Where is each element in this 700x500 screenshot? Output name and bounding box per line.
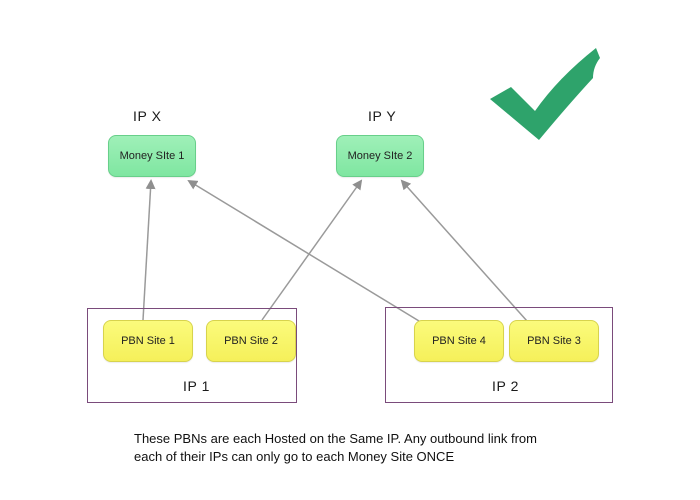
ip-1-group (87, 308, 297, 403)
money-site-1-node: Money SIte 1 (108, 135, 196, 177)
ip-1-label: IP 1 (183, 378, 211, 394)
ip-y-label: IP Y (368, 108, 397, 124)
arrow-pbn-site-1-to-money-site-1 (142, 179, 156, 321)
money-site-1-label: Money SIte 1 (119, 150, 185, 162)
money-site-2-label: Money SIte 2 (347, 150, 413, 162)
pbn-site-3-node: PBN Site 3 (509, 320, 599, 362)
money-site-2-node: Money SIte 2 (336, 135, 424, 177)
diagram-caption: These PBNs are each Hosted on the Same I… (134, 430, 654, 466)
check-icon (490, 48, 600, 140)
pbn-site-1-node: PBN Site 1 (103, 320, 193, 362)
caption-line-1: These PBNs are each Hosted on the Same I… (134, 431, 537, 446)
caption-line-2: each of their IPs can only go to each Mo… (134, 449, 455, 464)
pbn-site-2-label: PBN Site 2 (224, 335, 278, 347)
ip-2-group (385, 307, 613, 403)
pbn-site-3-label: PBN Site 3 (527, 335, 581, 347)
pbn-site-4-node: PBN Site 4 (414, 320, 504, 362)
ip-x-label: IP X (133, 108, 162, 124)
arrow-pbn-site-2-to-money-site-2 (261, 179, 363, 321)
pbn-site-4-label: PBN Site 4 (432, 335, 486, 347)
arrow-pbn-site-4-to-money-site-1 (187, 179, 420, 322)
ip-2-label: IP 2 (492, 378, 520, 394)
pbn-site-2-node: PBN Site 2 (206, 320, 296, 362)
arrow-pbn-site-3-to-money-site-2 (400, 179, 528, 322)
pbn-site-1-label: PBN Site 1 (121, 335, 175, 347)
